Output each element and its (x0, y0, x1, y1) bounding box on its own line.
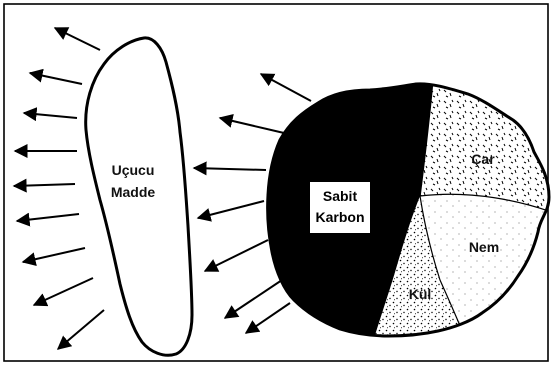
ash-label: Kül (409, 286, 432, 302)
char-label: Çar (471, 151, 495, 167)
fixed-carbon-label-line2: Karbon (316, 209, 365, 225)
volatile-label-line1: Uçucu (112, 162, 155, 178)
fixed-carbon-label-line1: Sabit (323, 188, 358, 204)
moisture-label: Nem (469, 239, 499, 255)
volatile-label-line2: Madde (111, 184, 156, 200)
